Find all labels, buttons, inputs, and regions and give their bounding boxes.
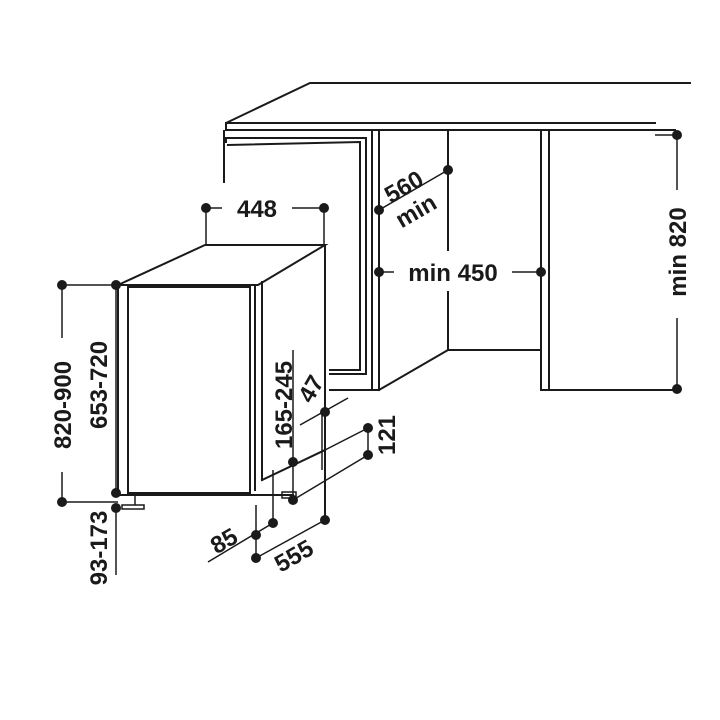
foot-adjust-label: 93-173 xyxy=(86,511,113,586)
niche-height-label: min 820 xyxy=(665,207,692,296)
niche-width-label: min 450 xyxy=(408,260,497,287)
worktop xyxy=(225,82,691,131)
plinth-height-label: 165-245 xyxy=(271,361,298,449)
dimension-lines xyxy=(61,134,678,575)
niche xyxy=(329,130,676,392)
width-label: 448 xyxy=(237,196,277,223)
door-height-label: 653-720 xyxy=(86,341,113,429)
plinth-depth-label: 85 xyxy=(206,523,243,560)
depth-label: 555 xyxy=(270,535,318,578)
foot-height-label: 121 xyxy=(374,415,401,455)
total-height-label: 820-900 xyxy=(50,361,77,449)
dimension-dots xyxy=(57,130,682,563)
left-cabinet xyxy=(223,130,367,375)
